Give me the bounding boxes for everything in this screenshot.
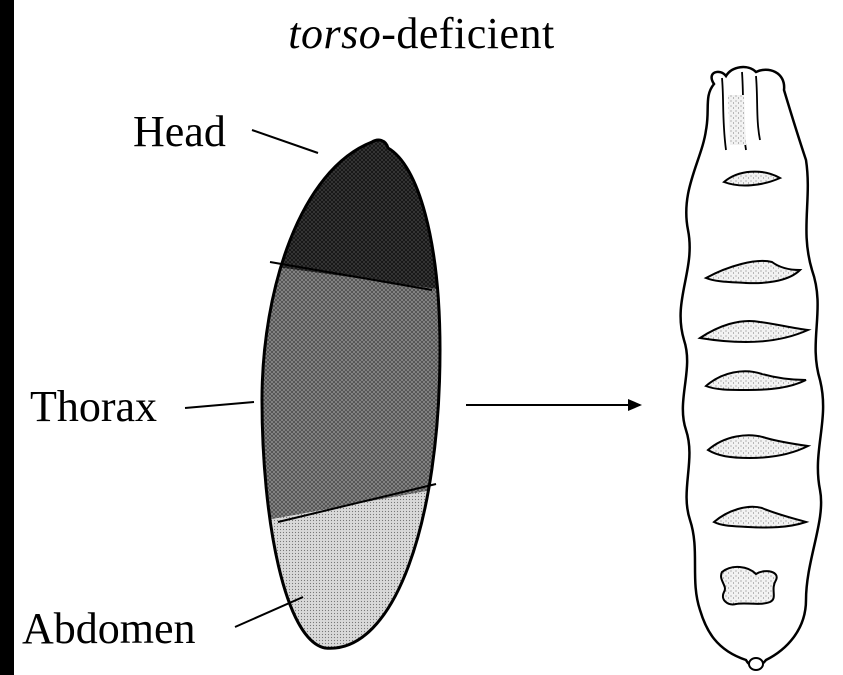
egg-regions <box>240 130 460 670</box>
label-head: Head <box>133 110 226 154</box>
larva-posterior-tip <box>749 658 763 670</box>
larva-head-stipple <box>728 95 746 145</box>
label-abdomen: Abdomen <box>22 607 196 651</box>
thorax-leader-line <box>185 402 254 408</box>
head-leader-line <box>252 130 318 153</box>
label-thorax: Thorax <box>30 385 157 429</box>
denticle-belt-7 <box>721 567 777 604</box>
